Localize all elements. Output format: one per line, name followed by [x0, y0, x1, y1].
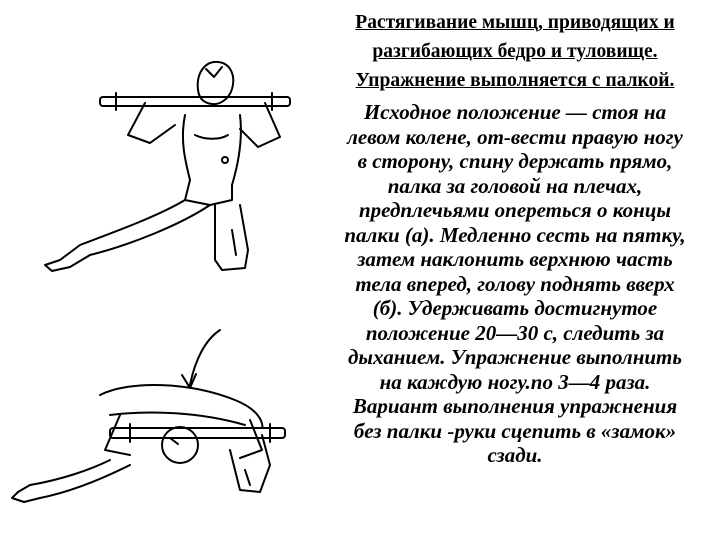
description-line: предплечьями опереться о концы — [358, 198, 672, 222]
exercise-illustrations — [0, 0, 310, 540]
description-line: Исходное положение — стоя на — [363, 100, 667, 124]
description-line: в сторону, спину держать прямо, — [357, 149, 673, 173]
description-line: Вариант выполнения упражнения — [352, 394, 678, 418]
description-line: на каждую ногу.по 3—4 раза. — [379, 369, 651, 394]
exercise-description: Исходное положение — стоя на левом колен… — [310, 100, 720, 468]
description-line: положение 20—30 с, следить за — [365, 320, 665, 345]
title-line: Упражнение выполняется с палкой. — [355, 70, 675, 91]
description-line: сзади. — [487, 443, 543, 467]
description-line: левом колене, от-вести правую ногу — [347, 124, 683, 149]
description-line: затем наклонить верхнюю часть — [357, 247, 673, 271]
title-line: разгибающих бедро и туловище. — [372, 41, 658, 62]
description-line: (б). Удерживать достигнутое — [372, 296, 658, 320]
description-line: палки (а). Медленно сесть на пятку, — [344, 222, 686, 247]
description-line: палка за головой на плечах, — [387, 173, 643, 198]
kneeling-stick-figure-drawing — [44, 60, 291, 272]
description-line: без палки -руки сцепить в «замок» — [353, 418, 677, 443]
title-line: Растягивание мышц, приводящих и — [355, 12, 675, 33]
description-line: дыханием. Упражнение выполнить — [348, 345, 682, 369]
bending-forward-figure-drawing — [11, 329, 286, 503]
exercise-title: Растягивание мышц, приводящих и разгибаю… — [310, 8, 720, 95]
description-line: тела вперед, голову поднять вверх — [355, 271, 675, 296]
